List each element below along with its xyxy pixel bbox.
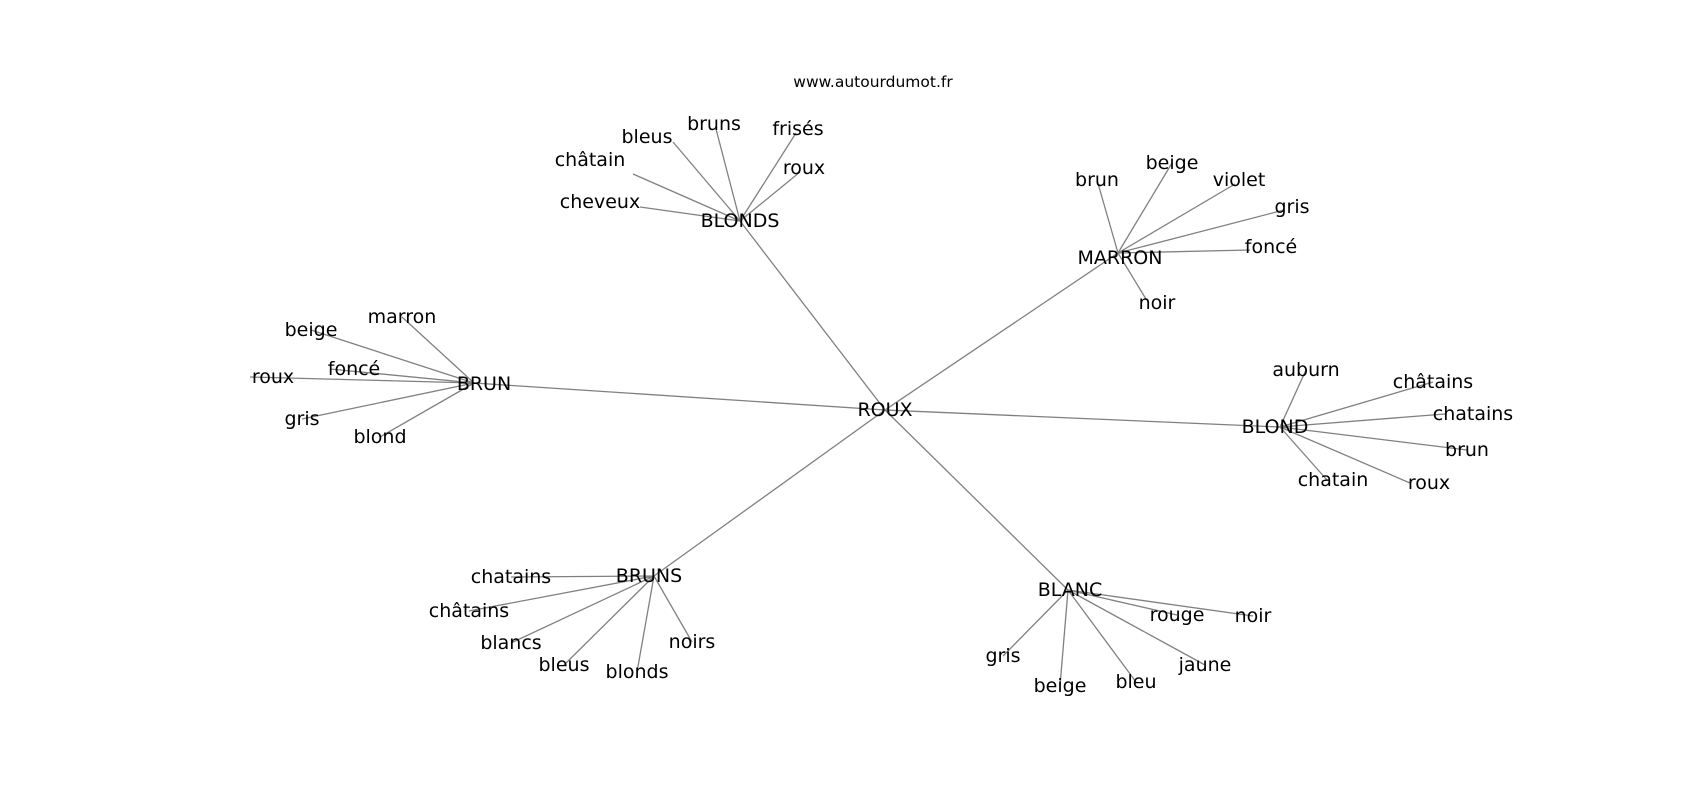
leaf-node-blonds-1: châtain xyxy=(555,149,626,171)
edge-brun-0 xyxy=(401,316,475,384)
leaf-node-marron-4: foncé xyxy=(1245,236,1298,258)
edge-roux-marron xyxy=(884,252,1119,411)
leaf-node-bruns-5: noirs xyxy=(669,631,716,653)
leaf-node-marron-5: noir xyxy=(1139,292,1176,314)
edge-blond-1 xyxy=(1279,381,1434,428)
edge-marron-4 xyxy=(1117,249,1251,254)
edge-blond-2 xyxy=(1279,413,1446,428)
edge-marron-0 xyxy=(1096,179,1119,254)
hub-node-marron: MARRON xyxy=(1078,247,1163,269)
edge-roux-brun xyxy=(473,382,886,411)
edge-bruns-5 xyxy=(653,575,693,643)
edge-brun-5 xyxy=(379,382,475,438)
leaf-node-marron-3: gris xyxy=(1274,196,1309,218)
leaf-node-blond-4: roux xyxy=(1408,472,1450,494)
leaf-node-brun-3: roux xyxy=(252,366,294,388)
edge-blonds-2 xyxy=(672,141,741,222)
edge-marron-1 xyxy=(1117,162,1173,254)
edge-marron-5 xyxy=(1117,252,1147,300)
leaf-node-blonds-0: cheveux xyxy=(560,191,640,213)
edge-blanc-3 xyxy=(1067,589,1137,683)
leaf-node-marron-2: violet xyxy=(1213,169,1266,191)
edge-blond-0 xyxy=(1279,369,1307,428)
edge-blanc-2 xyxy=(1067,589,1206,666)
labels: www.autourdumot.fr ROUX BLONDS cheveux châ… xyxy=(252,73,1513,697)
hub-node-bruns: BRUNS xyxy=(616,565,682,587)
edge-bruns-0 xyxy=(510,575,655,578)
edge-brun-1 xyxy=(310,329,475,384)
center-node: ROUX xyxy=(857,399,912,421)
edge-blonds-1 xyxy=(632,173,741,222)
edge-blonds-5 xyxy=(739,171,801,222)
edge-roux-blond xyxy=(884,409,1281,428)
edge-roux-bruns xyxy=(653,409,886,577)
edge-blanc-4 xyxy=(1059,589,1069,687)
leaf-node-blond-5: chatain xyxy=(1298,469,1369,491)
leaf-node-bruns-0: chatains xyxy=(471,566,551,588)
leaf-node-blanc-0: noir xyxy=(1235,605,1272,627)
hub-node-blonds: BLONDS xyxy=(701,210,780,232)
edge-blanc-0 xyxy=(1067,589,1254,617)
hub-node-blond: BLOND xyxy=(1242,416,1309,438)
leaf-node-brun-2: foncé xyxy=(328,358,381,380)
edge-blond-3 xyxy=(1279,426,1468,451)
leaf-node-brun-0: marron xyxy=(368,306,437,328)
leaf-node-blanc-2: jaune xyxy=(1178,654,1232,676)
edge-blond-4 xyxy=(1279,426,1411,484)
edge-blond-5 xyxy=(1279,426,1328,481)
hub-node-brun: BRUN xyxy=(457,373,511,395)
leaf-node-blond-2: chatains xyxy=(1433,403,1513,425)
leaf-node-blonds-5: roux xyxy=(783,157,825,179)
leaf-node-blanc-4: beige xyxy=(1034,675,1087,697)
leaf-node-blond-0: auburn xyxy=(1272,359,1339,381)
edge-blonds-4 xyxy=(739,132,797,222)
leaf-node-brun-1: beige xyxy=(285,319,338,341)
edge-blonds-0 xyxy=(639,206,741,222)
edge-blonds-3 xyxy=(715,128,741,222)
leaf-node-marron-1: beige xyxy=(1146,152,1199,174)
edge-marron-3 xyxy=(1117,209,1285,254)
leaf-node-bruns-4: blonds xyxy=(606,661,669,683)
edge-brun-2 xyxy=(329,368,475,384)
leaf-node-brun-4: gris xyxy=(284,408,319,430)
leaf-node-blond-3: brun xyxy=(1445,439,1489,461)
leaf-node-blanc-1: rouge xyxy=(1150,604,1205,626)
edge-bruns-2 xyxy=(510,575,655,644)
edge-brun-3 xyxy=(249,376,475,384)
leaf-node-bruns-2: blancs xyxy=(480,632,541,654)
leaf-node-brun-5: blond xyxy=(353,426,406,448)
leaf-node-blanc-5: gris xyxy=(985,645,1020,667)
leaf-node-blanc-3: bleu xyxy=(1115,671,1156,693)
edge-bruns-4 xyxy=(636,575,655,673)
leaf-node-blonds-2: bleus xyxy=(622,126,673,148)
leaf-node-blonds-3: bruns xyxy=(687,113,741,135)
edge-roux-blanc xyxy=(884,409,1069,591)
edge-bruns-3 xyxy=(563,575,655,666)
leaf-node-bruns-1: châtains xyxy=(429,600,509,622)
edge-roux-blonds xyxy=(739,220,886,411)
edge-brun-4 xyxy=(301,382,475,420)
watermark[interactable]: www.autourdumot.fr xyxy=(793,73,953,91)
edges xyxy=(249,128,1468,687)
leaf-node-bruns-3: bleus xyxy=(539,654,590,676)
leaf-node-blonds-4: frisés xyxy=(772,118,823,140)
edge-blanc-5 xyxy=(1002,589,1069,657)
edge-bruns-1 xyxy=(468,575,655,612)
leaf-node-marron-0: brun xyxy=(1075,169,1119,191)
edge-blanc-1 xyxy=(1067,589,1178,616)
edge-marron-2 xyxy=(1117,183,1236,254)
leaf-node-blond-1: châtains xyxy=(1393,371,1473,393)
hub-node-blanc: BLANC xyxy=(1038,579,1103,601)
